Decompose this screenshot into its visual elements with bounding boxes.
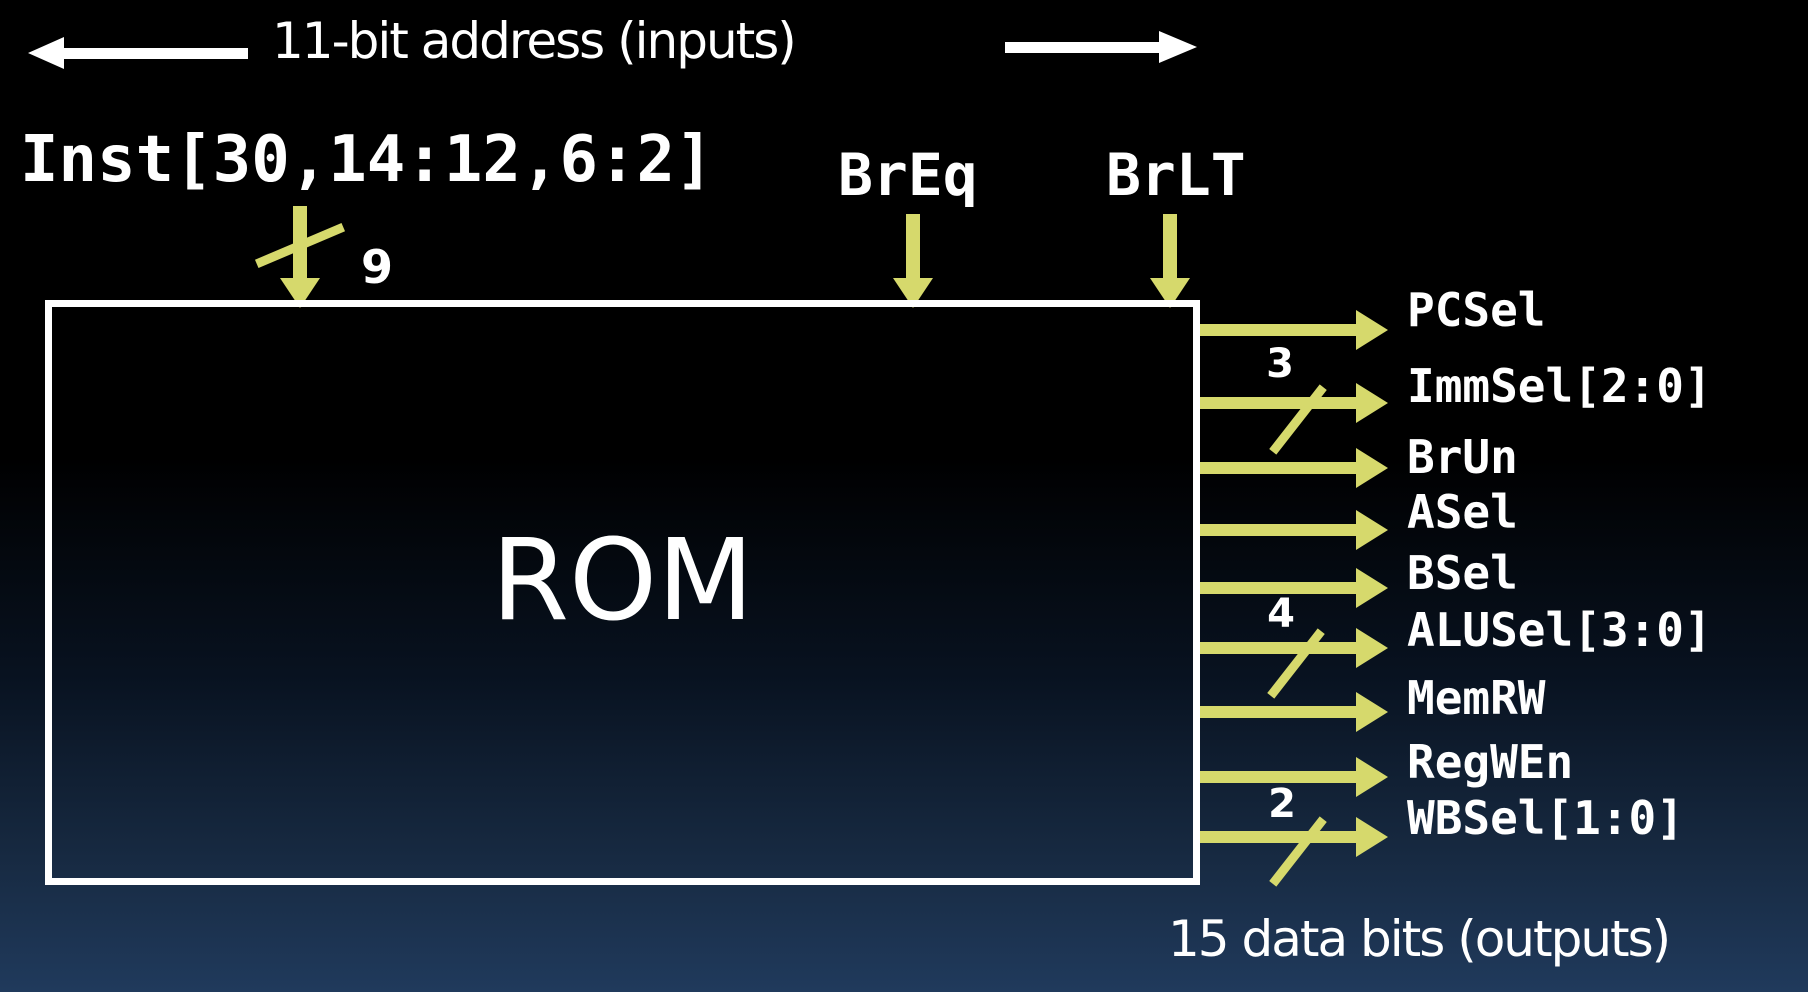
output-arrow-line-wbsel [1200,831,1358,843]
output-label-wbsel: WBSel[1:0] [1407,791,1684,845]
output-label-immsel: ImmSel[2:0] [1407,359,1712,413]
brlt-label: BrLT [1106,141,1246,209]
output-arrow-line-asel [1200,524,1358,536]
output-label-bsel: BSel [1407,546,1518,600]
alusel-bus-width-number: 4 [1267,591,1295,637]
output-arrow-head-regwen-icon [1356,757,1388,797]
address-span-right-arrow-icon [1159,31,1197,63]
immsel-bus-width-number: 3 [1266,341,1294,387]
output-arrow-head-brun-icon [1356,448,1388,488]
rom-block [45,300,1200,885]
output-arrow-line-brun [1200,462,1358,474]
address-span-left-arrow-line [62,48,248,59]
outputs-caption: 15 data bits (outputs) [1168,910,1671,968]
alusel-bus-width-slash [1267,628,1325,699]
output-arrow-line-pcsel [1200,324,1358,336]
output-label-brun: BrUn [1407,430,1518,484]
output-arrow-line-regwen [1200,771,1358,783]
inst-bus-width-number: 9 [360,240,393,294]
output-label-pcsel: PCSel [1407,283,1546,337]
inst-address-label: Inst[30,14:12,6:2] [20,123,714,197]
output-arrow-head-wbsel-icon [1356,817,1388,857]
output-arrow-line-memrw [1200,706,1358,718]
address-span-right-arrow-line [1005,42,1161,53]
breq-label: BrEq [838,141,978,209]
output-arrow-head-bsel-icon [1356,568,1388,608]
output-label-regwen: RegWEn [1407,735,1574,789]
address-span-left-arrow-icon [28,37,64,69]
output-arrow-line-bsel [1200,582,1358,594]
address-caption: 11-bit address (inputs) [272,12,797,70]
immsel-bus-width-slash [1269,384,1327,455]
output-label-asel: ASel [1407,485,1518,539]
wbsel-bus-width-number: 2 [1268,781,1296,827]
output-arrow-head-memrw-icon [1356,692,1388,732]
output-arrow-head-asel-icon [1356,510,1388,550]
breq-input-arrow-line [906,214,920,280]
output-arrow-head-immsel-icon [1356,383,1388,423]
output-arrow-head-alusel-icon [1356,628,1388,668]
output-arrow-line-immsel [1200,397,1358,409]
output-label-alusel: ALUSel[3:0] [1407,603,1712,657]
output-label-memrw: MemRW [1407,671,1546,725]
brlt-input-arrow-line [1163,214,1177,280]
rom-label: ROM [491,516,754,646]
output-arrow-line-alusel [1200,642,1358,654]
output-arrow-head-pcsel-icon [1356,310,1388,350]
